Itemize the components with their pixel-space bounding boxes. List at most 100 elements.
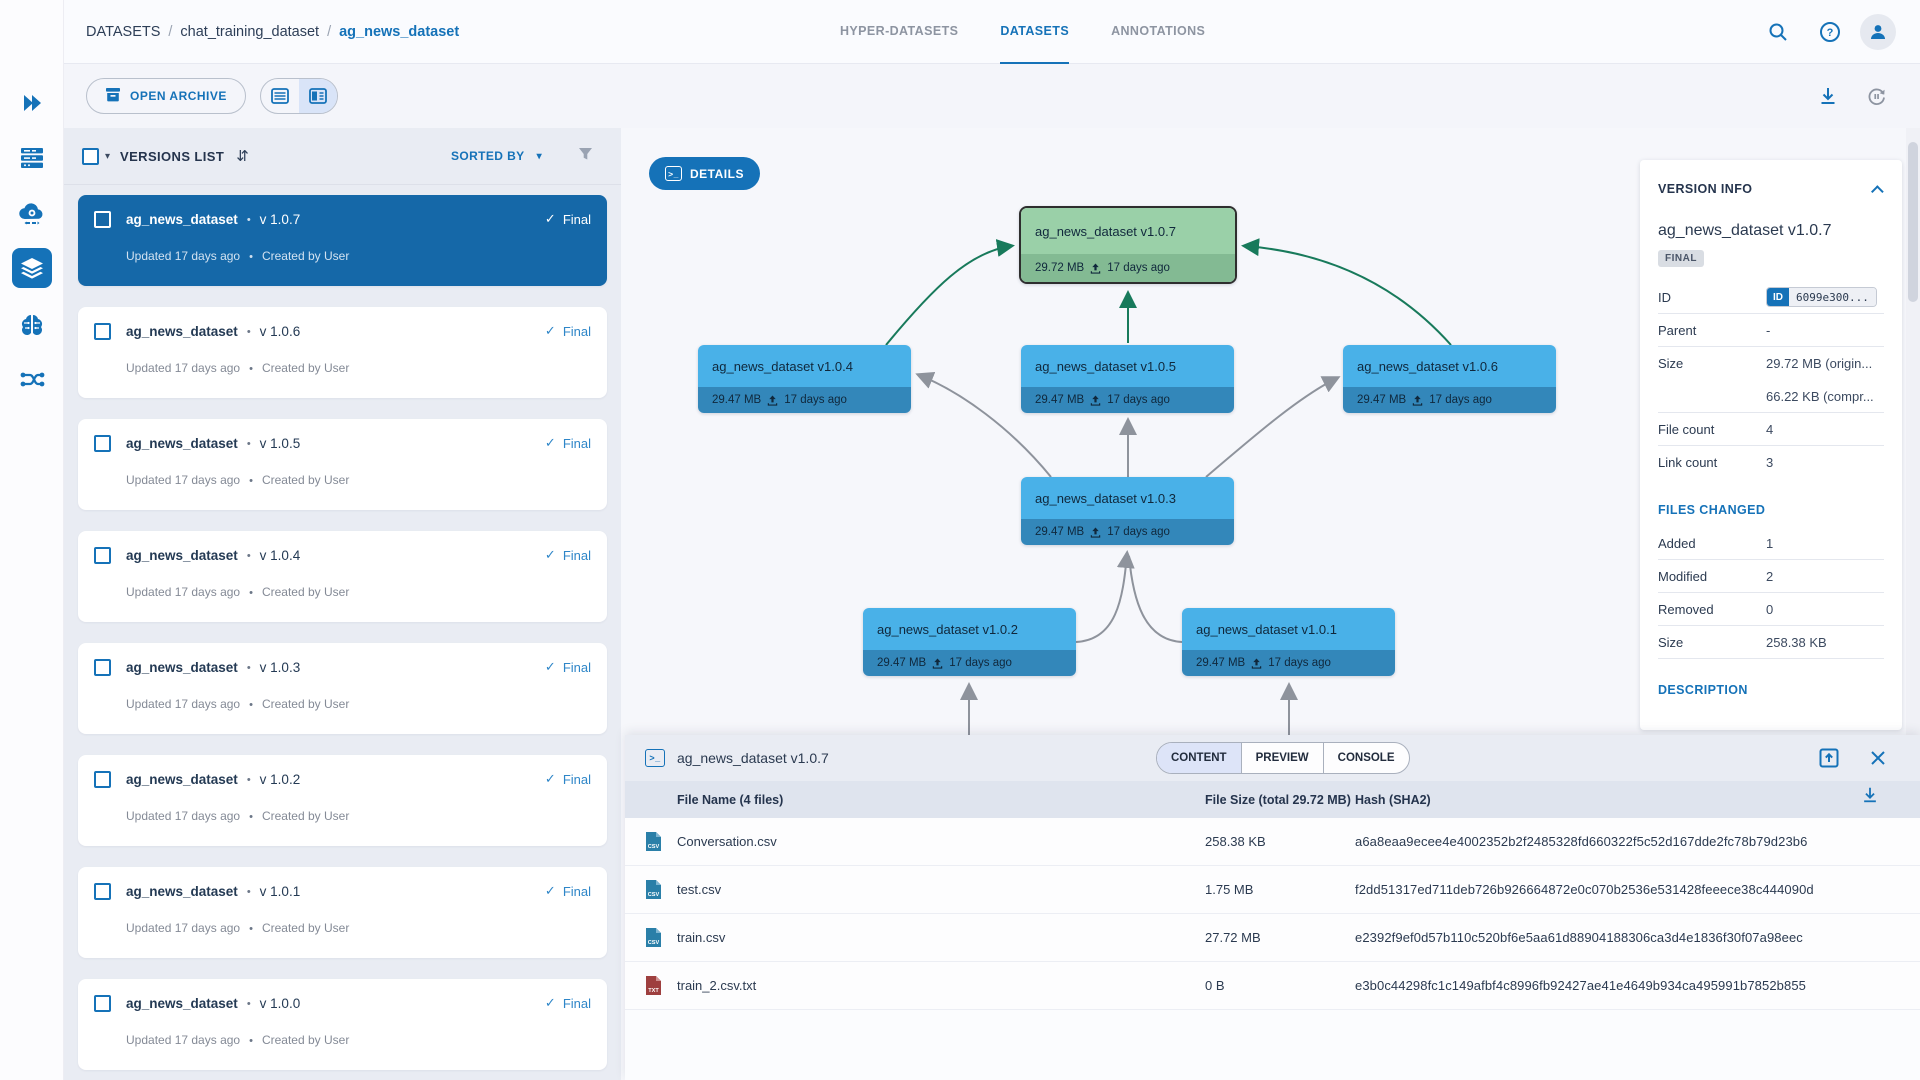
- file-name[interactable]: train_2.csv.txt: [677, 978, 757, 993]
- details-button[interactable]: >_ DETAILS: [649, 157, 760, 190]
- download-icon[interactable]: [1811, 79, 1845, 113]
- version-checkbox[interactable]: [94, 994, 111, 1012]
- table-view-button[interactable]: [261, 79, 299, 113]
- versions-panel: ▾ VERSIONS LIST ⇵ SORTED BY ▾ ag_news_da…: [64, 128, 621, 1080]
- id-chip[interactable]: ID 6099e300...: [1766, 287, 1877, 307]
- version-checkbox[interactable]: [94, 770, 111, 788]
- top-bar: DATASETS / chat_training_dataset / ag_ne…: [64, 0, 1920, 64]
- filter-icon[interactable]: [578, 147, 593, 166]
- check-icon: ✓: [544, 659, 556, 674]
- version-checkbox[interactable]: [94, 322, 111, 340]
- version-number: v 1.0.6: [259, 323, 301, 339]
- search-icon[interactable]: [1760, 14, 1796, 50]
- check-icon: ✓: [544, 435, 556, 450]
- version-checkbox[interactable]: [94, 210, 111, 228]
- version-checkbox[interactable]: [94, 546, 111, 564]
- help-icon[interactable]: ?: [1812, 14, 1848, 50]
- versions-list-header: ▾ VERSIONS LIST ⇵ SORTED BY ▾: [64, 128, 621, 185]
- open-archive-button[interactable]: OPEN ARCHIVE: [86, 78, 246, 114]
- tab-content[interactable]: CONTENT: [1157, 743, 1242, 773]
- sorted-by-caret-icon: ▾: [536, 150, 542, 162]
- final-status: ✓Final: [544, 659, 591, 675]
- breadcrumb-project[interactable]: chat_training_dataset: [180, 24, 320, 40]
- separator-dot: [247, 882, 251, 900]
- version-number: v 1.0.4: [259, 547, 301, 563]
- version-checkbox[interactable]: [94, 434, 111, 452]
- breadcrumb-separator: /: [327, 24, 332, 40]
- split-view-button[interactable]: [299, 79, 337, 113]
- version-name: ag_news_dataset: [126, 995, 238, 1011]
- tab-hyper-datasets[interactable]: HYPER-DATASETS: [840, 24, 959, 38]
- version-meta: Updated 17 days agoCreated by User: [126, 697, 591, 711]
- select-all-checkbox[interactable]: [82, 147, 99, 165]
- file-name[interactable]: test.csv: [677, 882, 722, 897]
- tab-datasets[interactable]: DATASETS: [1000, 0, 1070, 64]
- breadcrumb-separator: /: [168, 24, 173, 40]
- info-row-size-compressed: 66.22 KB (compr...: [1658, 380, 1884, 413]
- content-tabs: CONTENT PREVIEW CONSOLE: [1156, 742, 1410, 774]
- download-files-icon[interactable]: [1861, 786, 1879, 807]
- auto-refresh-icon[interactable]: [1859, 79, 1893, 113]
- expand-nav-icon[interactable]: [12, 83, 52, 123]
- applications-icon[interactable]: [12, 195, 52, 235]
- version-name: ag_news_dataset: [126, 211, 238, 227]
- breadcrumb-root[interactable]: DATASETS: [86, 24, 161, 40]
- version-checkbox[interactable]: [94, 658, 111, 676]
- workers-queues-icon[interactable]: [12, 138, 52, 178]
- id-chip-label: ID: [1767, 288, 1789, 306]
- separator-dot: [247, 546, 251, 564]
- graph-scrollbar[interactable]: [1906, 128, 1920, 735]
- separator-dot: [247, 994, 251, 1012]
- file-hash: a6a8eaa9ecee4e4002352b2f2485328fd660322f…: [1355, 834, 1808, 849]
- models-icon[interactable]: [12, 305, 52, 345]
- close-icon[interactable]: [1863, 743, 1893, 773]
- node-label: ag_news_dataset v1.0.1: [1182, 608, 1395, 650]
- pipelines-icon[interactable]: [12, 360, 52, 400]
- tab-annotations[interactable]: ANNOTATIONS: [1111, 24, 1206, 38]
- collapse-icon[interactable]: [1871, 184, 1884, 198]
- tab-preview[interactable]: PREVIEW: [1242, 743, 1324, 773]
- sorted-by-label: SORTED BY: [450, 149, 525, 163]
- file-hash: f2dd51317ed711deb726b926664872e0c070b253…: [1355, 882, 1814, 897]
- file-row[interactable]: CSV train.csv 27.72 MB e2392f9ef0d57b110…: [625, 914, 1920, 962]
- tab-console[interactable]: CONSOLE: [1337, 752, 1395, 764]
- maximize-icon[interactable]: [1814, 743, 1844, 773]
- version-meta: Updated 17 days agoCreated by User: [126, 1033, 591, 1047]
- user-avatar[interactable]: [1860, 14, 1896, 50]
- select-dropdown-icon[interactable]: ▾: [105, 150, 111, 162]
- scrollbar-thumb[interactable]: [1908, 142, 1918, 302]
- version-checkbox[interactable]: [94, 882, 111, 900]
- sort-columns-icon[interactable]: ⇵: [236, 148, 249, 165]
- file-row[interactable]: CSV test.csv 1.75 MB f2dd51317ed711deb72…: [625, 866, 1920, 914]
- file-row[interactable]: TXT train_2.csv.txt 0 B e3b0c44298fc1c14…: [625, 962, 1920, 1010]
- version-meta: Updated 17 days agoCreated by User: [126, 249, 591, 263]
- version-name: ag_news_dataset: [126, 547, 238, 563]
- datasets-icon[interactable]: [12, 248, 52, 288]
- version-name: ag_news_dataset: [126, 659, 238, 675]
- file-name[interactable]: train.csv: [677, 930, 726, 945]
- sorted-by-button[interactable]: SORTED BY ▾: [451, 149, 552, 163]
- file-row[interactable]: CSV Conversation.csv 258.38 KB a6a8eaa9e…: [625, 818, 1920, 866]
- check-icon: ✓: [544, 211, 556, 226]
- version-name: ag_news_dataset: [126, 883, 238, 899]
- file-name[interactable]: Conversation.csv: [677, 834, 777, 849]
- upload-icon: [1091, 262, 1101, 274]
